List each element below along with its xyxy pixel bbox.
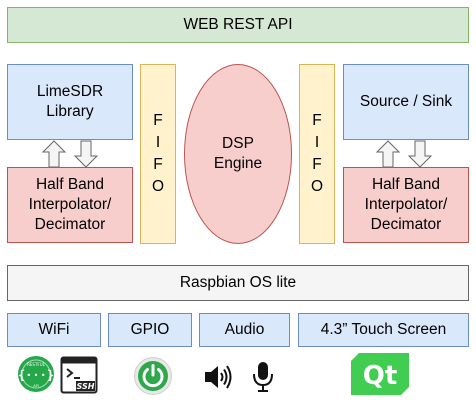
fifo-right-letter: F (312, 156, 322, 173)
audio-box: Audio (199, 313, 290, 347)
web-rest-api-label: WEB REST API (183, 16, 293, 33)
left-up-down-arrows (41, 140, 99, 168)
gpio-label: GPIO (130, 321, 170, 338)
dsp-line2: Engine (213, 155, 263, 172)
fifo-left-letter: F (153, 112, 163, 129)
power-button-icon (134, 357, 172, 395)
audio-label: Audio (224, 321, 265, 338)
ssh-text: SSH (77, 382, 95, 391)
speaker-icon (205, 365, 232, 389)
left-filter-line2: Interpolator/ (28, 196, 112, 213)
right-filter-line2: Interpolator/ (364, 196, 448, 213)
svg-text:RESTFUL: RESTFUL (27, 362, 46, 367)
source-sink-box: Source / Sink (343, 64, 469, 140)
right-down-arrow-icon (407, 140, 433, 168)
touch-screen-label: 4.3” Touch Screen (320, 321, 447, 338)
svg-text:{···}: {···} (18, 368, 54, 382)
right-up-arrow-icon (375, 140, 401, 168)
microphone-icon (253, 362, 273, 392)
gpio-box: GPIO (108, 313, 192, 347)
svg-text:API: API (33, 384, 39, 388)
fifo-left-letter: F (153, 156, 163, 173)
left-up-arrow-icon (41, 140, 67, 168)
right-filter-line3: Decimator (370, 216, 442, 233)
fifo-left-letter: I (155, 134, 161, 151)
fifo-right-letter: F (312, 112, 322, 129)
qt-logo-icon: Qt (351, 353, 409, 395)
fifo-left-letter: O (151, 178, 165, 195)
left-down-arrow-icon (73, 140, 99, 168)
left-half-band-box: Half Band Interpolator/ Decimator (7, 167, 133, 243)
right-up-down-arrows (375, 140, 433, 168)
limesdr-library-line1: LimeSDR (36, 83, 104, 100)
source-sink-label: Source / Sink (359, 93, 453, 110)
ssh-terminal-icon: SSH (60, 356, 98, 394)
limesdr-library-box: LimeSDR Library (7, 64, 133, 140)
dsp-line1: DSP (222, 135, 254, 152)
touch-screen-box: 4.3” Touch Screen (298, 313, 469, 347)
fifo-left-box: F I F O (140, 64, 176, 244)
web-rest-api-bar: WEB REST API (7, 7, 469, 43)
raspbian-os-label: Raspbian OS lite (179, 274, 297, 291)
limesdr-library-line2: Library (46, 103, 94, 120)
wifi-label: WiFi (38, 321, 70, 338)
left-filter-line1: Half Band (35, 176, 105, 193)
fifo-right-box: F I F O (299, 64, 335, 244)
left-filter-line3: Decimator (34, 216, 106, 233)
fifo-right-letter: O (310, 178, 324, 195)
right-filter-line1: Half Band (371, 176, 441, 193)
dsp-engine-ellipse: DSP Engine (184, 64, 292, 244)
qt-text: Qt (363, 361, 398, 391)
fifo-right-text: F I F O (311, 110, 323, 198)
fifo-right-letter: I (314, 134, 320, 151)
wifi-box: WiFi (7, 313, 101, 347)
raspbian-os-bar: Raspbian OS lite (7, 265, 469, 301)
rest-api-icon: RESTFUL {···} API (18, 356, 54, 392)
right-half-band-box: Half Band Interpolator/ Decimator (343, 167, 469, 243)
fifo-left-text: F I F O (152, 110, 164, 198)
